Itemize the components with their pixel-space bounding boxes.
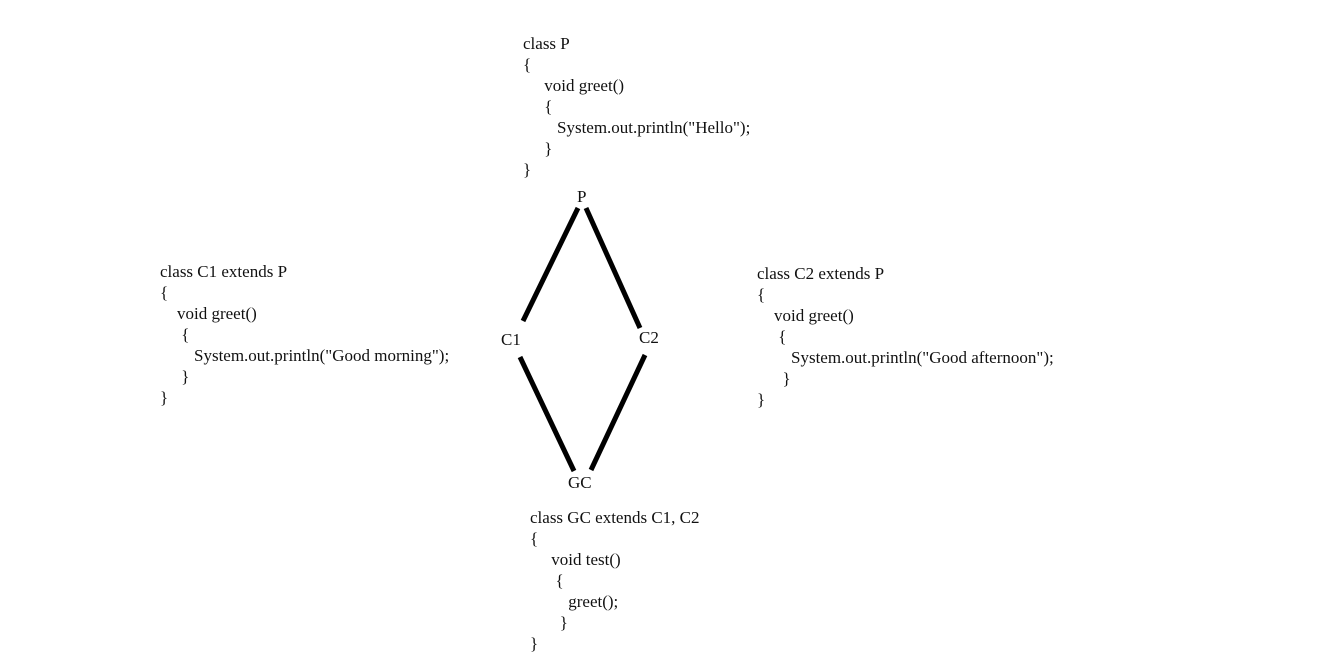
code-line: } [160,388,169,407]
code-line: } [160,367,190,386]
edge-p-to-c2 [583,206,643,330]
code-line: } [757,390,766,409]
code-line: System.out.println("Good morning"); [160,346,450,365]
code-line: } [530,613,568,632]
code-line: } [530,634,539,653]
edge-c2-to-gc [588,353,648,472]
code-line: } [523,139,553,158]
code-line: class C2 extends P [757,264,885,283]
code-line: System.out.println("Hello"); [523,118,751,137]
code-block-class-c2: class C2 extends P { void greet() { Syst… [757,263,1054,410]
node-label-c1: C1 [501,330,521,349]
node-label-p: P [577,187,587,206]
code-line: } [757,369,791,388]
code-line: { [757,327,787,346]
code-line: { [160,283,169,302]
code-line: { [523,97,553,116]
code-line: { [530,571,564,590]
code-line: greet(); [530,592,619,611]
code-line: { [530,529,539,548]
code-block-class-p: class P { void greet() { System.out.prin… [523,33,750,180]
code-block-class-c1: class C1 extends P { void greet() { Syst… [160,261,449,408]
code-line: void test() [530,550,621,569]
code-line: System.out.println("Good afternoon"); [757,348,1054,367]
code-line: class P [523,34,570,53]
edge-c1-to-gc [517,355,577,473]
code-line: void greet() [160,304,257,323]
code-line: { [160,325,190,344]
code-line: class GC extends C1, C2 [530,508,700,527]
code-block-class-gc: class GC extends C1, C2 { void test() { … [530,507,700,654]
code-line: { [523,55,532,74]
code-line: void greet() [523,76,625,95]
node-label-gc: GC [568,473,592,492]
code-line: void greet() [757,306,854,325]
code-line: { [757,285,766,304]
code-line: class C1 extends P [160,262,288,281]
edge-p-to-c1 [520,206,581,323]
node-label-c2: C2 [639,328,659,347]
code-line: } [523,160,532,179]
